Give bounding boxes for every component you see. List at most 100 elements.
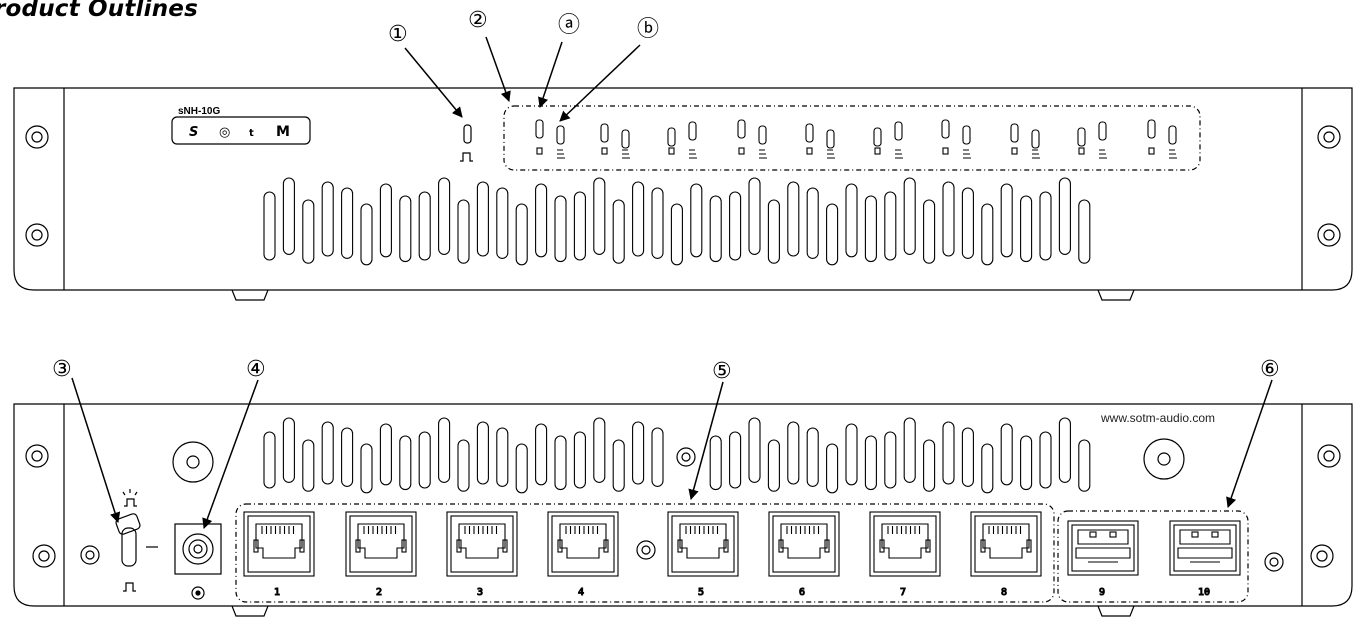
arrow-icon bbox=[202, 379, 259, 529]
vent-slot bbox=[612, 199, 625, 264]
callout-1: ① bbox=[388, 22, 408, 47]
led-marker bbox=[738, 147, 745, 155]
sfp-group-box bbox=[1057, 510, 1249, 603]
vent-slot bbox=[942, 181, 955, 257]
led-icon bbox=[1077, 127, 1086, 147]
led-marker bbox=[668, 147, 675, 155]
vent-slot bbox=[496, 187, 509, 259]
port-number: 5 bbox=[698, 587, 704, 598]
vent-slot bbox=[554, 435, 567, 491]
glow-pulse-icon bbox=[122, 489, 138, 507]
power-pulse-icon bbox=[460, 152, 473, 162]
arrow-icon bbox=[538, 41, 563, 108]
rj45-port-icon bbox=[970, 511, 1042, 577]
screw-icon bbox=[32, 544, 56, 568]
screw-icon bbox=[1264, 552, 1284, 572]
vent-slot bbox=[360, 203, 373, 266]
port-number: 8 bbox=[1001, 587, 1007, 598]
screw-icon bbox=[80, 545, 100, 565]
rj45-port-icon bbox=[667, 511, 739, 577]
callout-2: ② bbox=[468, 8, 488, 33]
vent-slot bbox=[573, 431, 586, 489]
led-speed-marker bbox=[963, 149, 971, 159]
vent-slot bbox=[787, 421, 800, 485]
led-icon bbox=[873, 127, 882, 147]
vent-slot bbox=[379, 183, 392, 258]
toggle-switch-icon bbox=[115, 513, 158, 567]
vent-slot bbox=[961, 427, 974, 487]
vent-slot bbox=[632, 421, 645, 485]
sfp-port-icon bbox=[1067, 520, 1139, 576]
vent-slot bbox=[903, 417, 916, 483]
callout-6: ⑥ bbox=[1260, 357, 1280, 382]
vent-slot bbox=[321, 181, 334, 257]
vent-slot bbox=[1058, 417, 1071, 483]
led-pair bbox=[941, 119, 971, 159]
arrow-icon bbox=[559, 44, 641, 122]
callout-arrows bbox=[71, 36, 1273, 529]
vent-slot bbox=[961, 187, 974, 259]
arrow-icon bbox=[404, 47, 463, 118]
led-icon bbox=[621, 129, 630, 149]
led-pair bbox=[667, 121, 697, 159]
vent-slot bbox=[903, 177, 916, 255]
vent-slot bbox=[767, 199, 780, 264]
port-number: 1 bbox=[274, 587, 280, 598]
vent-slot bbox=[1039, 191, 1052, 261]
vent-slot bbox=[942, 421, 955, 485]
vent-slot bbox=[515, 443, 528, 494]
vent-slot bbox=[1078, 439, 1091, 492]
vent-slot bbox=[826, 443, 839, 494]
led-icon bbox=[894, 121, 903, 141]
rear-foot-right bbox=[1097, 605, 1135, 617]
screw-icon bbox=[25, 223, 49, 247]
front-foot-left bbox=[231, 289, 269, 301]
sfp-port-icon bbox=[1169, 520, 1241, 576]
dc-jack-icon bbox=[174, 523, 222, 600]
led-group-box bbox=[503, 105, 1201, 171]
led-speed-marker bbox=[1099, 149, 1107, 159]
logo-letter-t: t bbox=[249, 128, 254, 139]
vent-slot bbox=[535, 423, 548, 486]
screw-icon bbox=[676, 447, 696, 467]
led-icon bbox=[667, 127, 676, 147]
vent-slot bbox=[438, 177, 451, 255]
led-marker bbox=[874, 147, 881, 155]
led-marker bbox=[1148, 147, 1155, 155]
standoff-right bbox=[1143, 438, 1185, 480]
page-title: roduct Outlines bbox=[0, 0, 198, 22]
led-speed-marker bbox=[689, 149, 697, 159]
led-speed-marker bbox=[759, 149, 767, 159]
vent-slot bbox=[593, 417, 606, 483]
front-vents bbox=[263, 177, 1091, 266]
port-number: 7 bbox=[900, 587, 906, 598]
rj45-port-icon bbox=[768, 511, 840, 577]
vent-slot bbox=[1039, 431, 1052, 489]
vent-slot bbox=[884, 191, 897, 261]
vent-slot bbox=[670, 203, 683, 266]
led-icon bbox=[1168, 125, 1177, 145]
port-number: 10 bbox=[1198, 587, 1210, 598]
arrow-icon bbox=[688, 381, 724, 501]
vent-slot bbox=[884, 431, 897, 489]
port-number: 3 bbox=[477, 587, 483, 598]
led-icon bbox=[941, 119, 950, 139]
led-marker bbox=[601, 147, 608, 155]
vent-slot bbox=[845, 183, 858, 258]
rj45-port-icon bbox=[547, 511, 619, 577]
vent-slot bbox=[787, 181, 800, 257]
vent-slot bbox=[496, 427, 509, 487]
vent-slot bbox=[302, 439, 315, 492]
led-marker bbox=[806, 147, 813, 155]
logo-letter-o: ◎ bbox=[219, 125, 230, 140]
vent-slot bbox=[612, 439, 625, 492]
vent-slot bbox=[1020, 195, 1033, 263]
vent-slot bbox=[399, 435, 412, 491]
led-pair bbox=[737, 119, 767, 159]
led-pair bbox=[805, 123, 835, 159]
front-chassis bbox=[13, 87, 1353, 291]
port-number: 4 bbox=[578, 587, 584, 598]
vent-slot bbox=[282, 417, 295, 483]
vent-slot bbox=[593, 177, 606, 255]
